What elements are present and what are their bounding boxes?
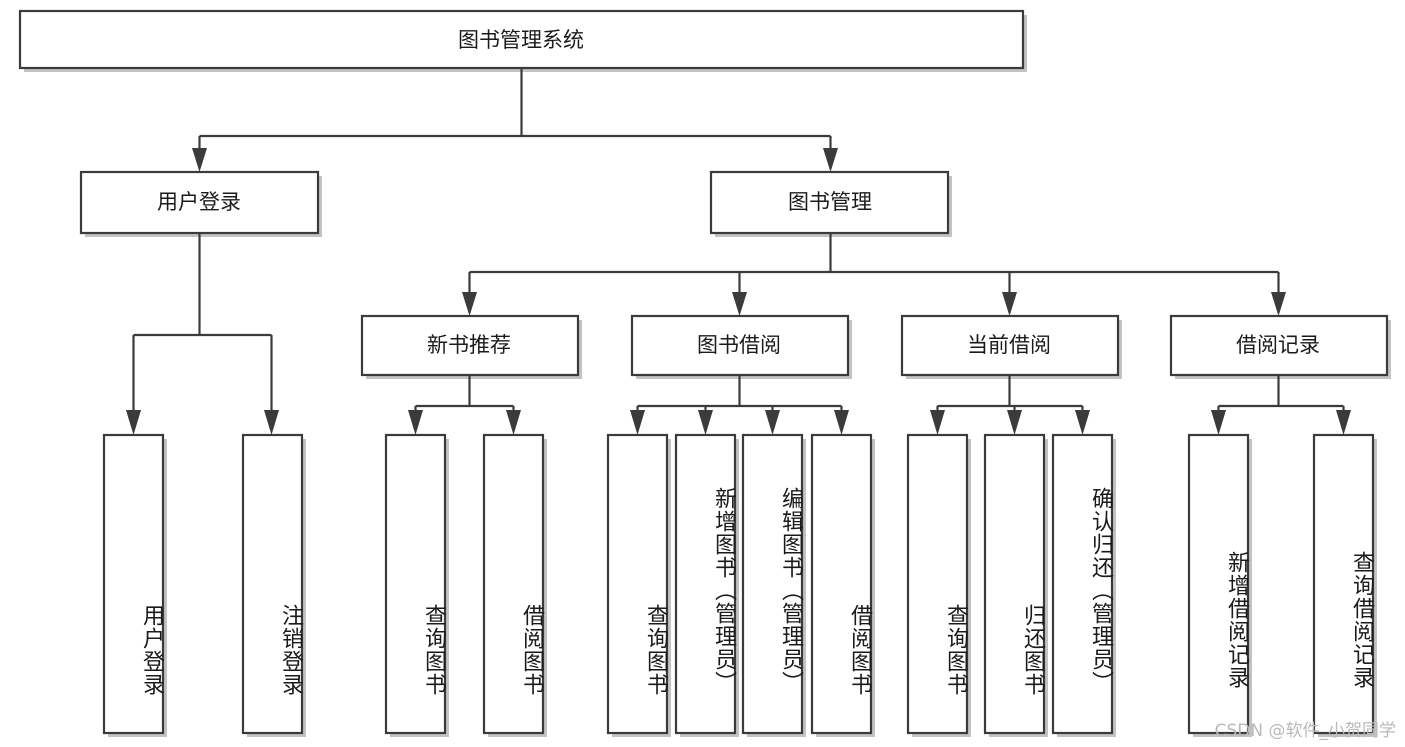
label-book-management: 图书管理	[788, 190, 872, 214]
arrow-leaf-e1	[1336, 410, 1351, 435]
arrow-leaf-c0	[630, 410, 645, 435]
label-new-book-recommend: 新书推荐	[427, 333, 511, 357]
node-box-leaf-book-borrow-1[interactable]	[674, 433, 737, 735]
arrow-leaf-c1	[698, 410, 713, 435]
label-book-borrow: 图书借阅	[697, 333, 781, 357]
node-box-leaf-new-book-0[interactable]	[384, 433, 447, 735]
arrow-leaf-b1	[506, 410, 521, 435]
node-box-leaf-book-borrow-0[interactable]	[606, 433, 669, 735]
arrow-leaf-c2	[765, 410, 780, 435]
node-box-borrow-record[interactable]	[1169, 314, 1389, 377]
arrow-l2-3	[1271, 292, 1286, 316]
arrow-leaf-c3	[834, 410, 849, 435]
node-box-current-borrow[interactable]	[900, 314, 1120, 377]
node-box-book-management[interactable]	[709, 170, 950, 235]
arrow-leaf-a1	[264, 410, 279, 435]
label-root: 图书管理系统	[458, 28, 584, 52]
node-box-leaf-new-book-1[interactable]	[482, 433, 545, 735]
arrow-leaf-d0	[930, 410, 945, 435]
arrow-l2-2	[1002, 292, 1017, 316]
label-user-login: 用户登录	[157, 190, 241, 214]
node-box-leaf-current-borrow-1[interactable]	[983, 433, 1046, 735]
node-box-leaf-current-borrow-0[interactable]	[906, 433, 969, 735]
arrow-leaf-e0	[1211, 410, 1226, 435]
connector-layer	[126, 68, 1351, 435]
arrow-leaf-d1	[1007, 410, 1022, 435]
arrow-l2-0	[462, 292, 477, 316]
csdn-watermark: CSDN @软件_小贺同学	[1215, 721, 1396, 741]
arrow-l1-1	[823, 148, 838, 172]
node-box-leaf-borrow-record-1[interactable]	[1312, 433, 1375, 735]
node-box-leaf-borrow-record-0[interactable]	[1187, 433, 1250, 735]
node-box-new-book-recommend[interactable]	[360, 314, 580, 377]
node-box-leaf-book-borrow-2[interactable]	[741, 433, 804, 735]
arrow-leaf-b0	[408, 410, 423, 435]
node-box-leaf-current-borrow-2[interactable]	[1051, 433, 1114, 735]
label-current-borrow: 当前借阅	[967, 333, 1051, 357]
node-box-leaf-user-login-1[interactable]	[241, 433, 304, 735]
arrow-l2-1	[732, 292, 747, 316]
node-box-user-login[interactable]	[79, 170, 320, 235]
node-box-leaf-user-login-0[interactable]	[102, 433, 165, 735]
arrow-l1-0	[192, 148, 207, 172]
arrow-leaf-a0	[126, 410, 141, 435]
box-layer	[18, 9, 1389, 735]
node-box-leaf-book-borrow-3[interactable]	[810, 433, 873, 735]
horizontal-label-layer: 图书管理系统 用户登录 图书管理 新书推荐 图书借阅 当前借阅 借阅记录	[157, 28, 1320, 357]
arrow-leaf-d2	[1075, 410, 1090, 435]
node-box-root[interactable]	[18, 9, 1025, 70]
label-borrow-record: 借阅记录	[1236, 333, 1320, 357]
node-box-book-borrow[interactable]	[630, 314, 850, 377]
